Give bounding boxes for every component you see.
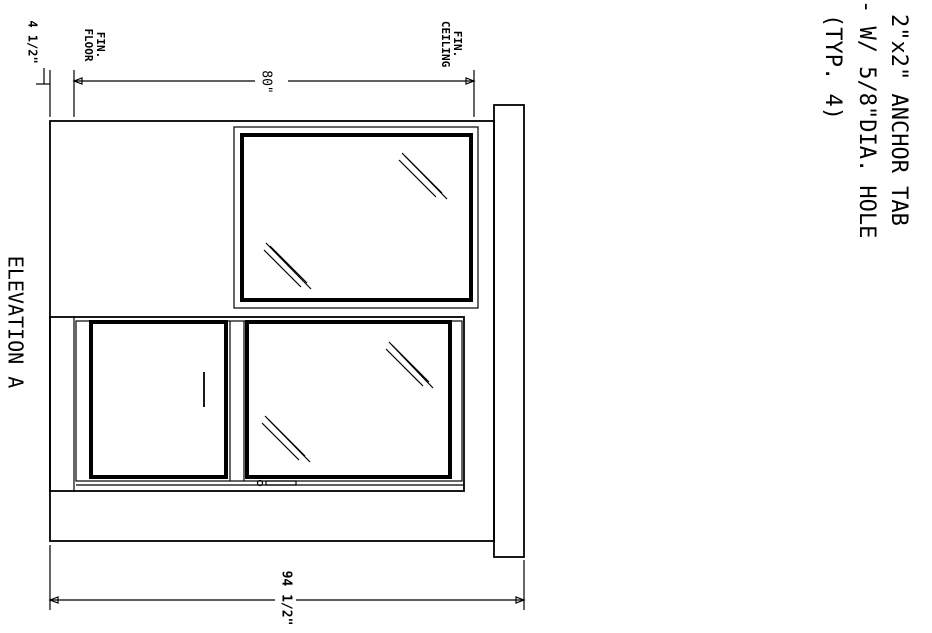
- fin-floor-label: FIN.FLOOR: [82, 28, 107, 61]
- glass-reflection-mark: [385, 341, 434, 389]
- note-line-3: (TYP. 4): [820, 14, 845, 120]
- glass-reflection-mark: [398, 152, 448, 200]
- note-line-1: 2"x2" ANCHOR TAB: [886, 14, 911, 226]
- glass-reflection-mark: [263, 242, 312, 290]
- height-dim-label: 80": [259, 70, 274, 93]
- left-sash: [89, 320, 228, 479]
- sill-offset-dimension: 4 1/2": [26, 20, 51, 117]
- anchor-tab-note: 2"x2" ANCHOR TAB - W/ 5/8"DIA. HOLE (TYP…: [820, 0, 911, 238]
- width-dim-label: 94 1/2": [279, 571, 294, 626]
- glass-reflection-mark: [261, 415, 311, 463]
- upper-window: [233, 126, 479, 309]
- height-dimension: 80": [72, 70, 476, 117]
- width-dimension: 94 1/2": [48, 545, 526, 626]
- latch-icon: [256, 479, 297, 487]
- frame-jamb: [493, 104, 525, 558]
- lower-slider-window: [49, 316, 465, 492]
- right-sash: [245, 320, 452, 479]
- fin-ceiling-label: FIN.CEILING: [439, 21, 464, 68]
- elevation-title: ELEVATION A: [4, 256, 28, 388]
- note-line-2: - W/ 5/8"DIA. HOLE: [854, 0, 879, 238]
- sill-offset-label: 4 1/2": [26, 20, 40, 63]
